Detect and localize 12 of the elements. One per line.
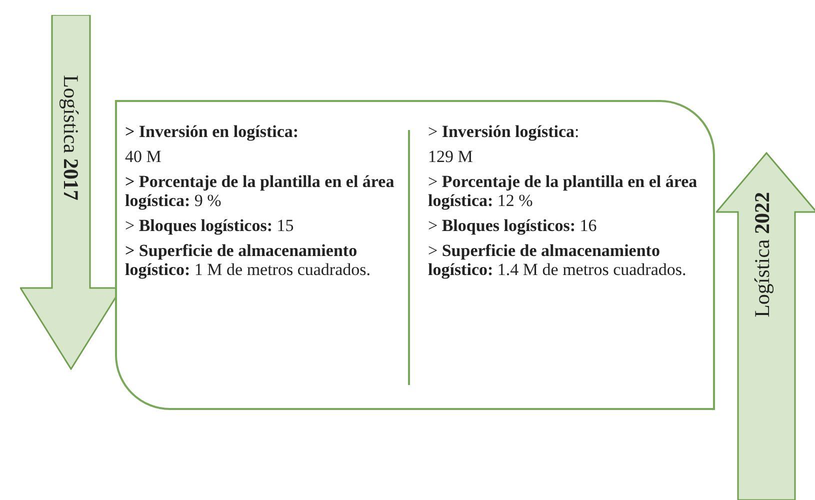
info-text: 40 M [125,147,162,166]
arrow-label: Logística 2017 [58,75,83,200]
info-text: > Superficie de almacenamiento logístico: 1.4 M de metros cuadrados. [428,241,688,279]
info-text: > Bloques logísticos: 16 [428,216,598,235]
info-text: > Inversión en logística: [125,122,300,141]
info-text: > Porcentaje de la plantilla en el área logística: 9 % [125,172,396,210]
info-text: 129 M [428,147,474,166]
arrow-label: Logística 2022 [750,192,775,318]
info-text: > Porcentaje de la plantilla en el área logística: 12 % [428,172,698,210]
info-text: > Inversión logística: [428,122,580,141]
info-text: > Bloques logísticos: 15 [125,216,295,235]
info-text: > Superficie de almacenamiento logístico: 1 M de metros cuadrados. [125,241,372,279]
